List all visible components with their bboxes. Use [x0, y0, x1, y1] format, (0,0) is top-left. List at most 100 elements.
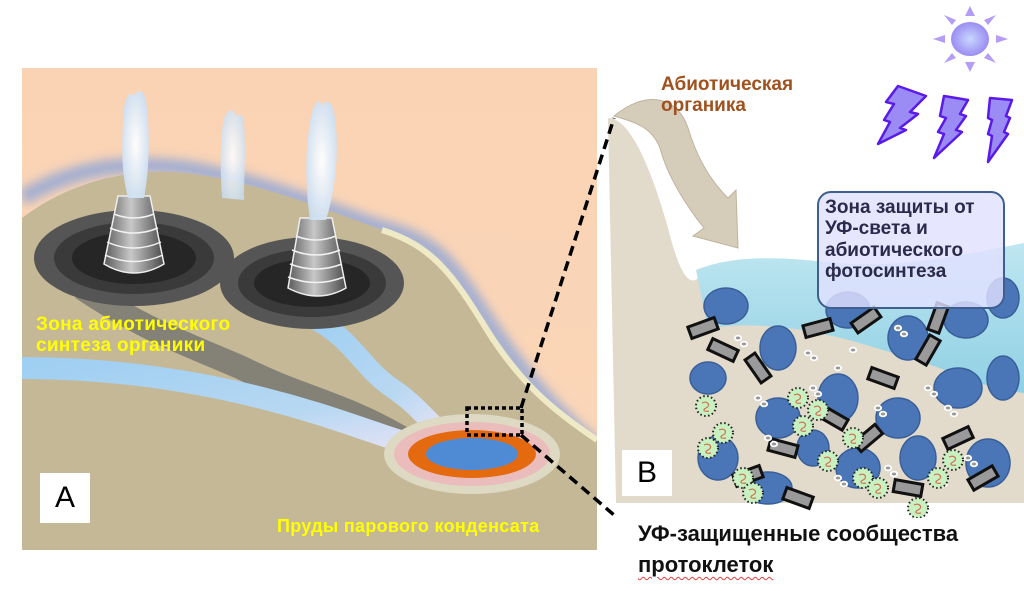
mineral-grain [705, 336, 741, 364]
steam-condensate-pond [384, 414, 560, 494]
bubble [733, 334, 743, 342]
bubble [808, 384, 818, 392]
protocell [712, 422, 734, 444]
protocell-membrane [867, 477, 889, 499]
bubble [883, 464, 893, 472]
mineral-grain [685, 315, 721, 341]
protocell-membrane [792, 415, 814, 437]
bubble-cluster [733, 324, 979, 488]
protocell-membrane [817, 450, 839, 472]
bubble [833, 364, 843, 372]
bubble [943, 404, 953, 412]
protocell-communities-caption: УФ-защищенные сообщества протоклеток [638, 519, 958, 581]
bubble [839, 480, 849, 488]
bubble [893, 324, 903, 332]
protocell [742, 482, 764, 504]
protocell-content [813, 405, 822, 416]
protocell-content [933, 473, 942, 484]
stream [22, 357, 445, 464]
bubble [949, 410, 959, 418]
uv-protection-zone-label-line: УФ-света и [825, 218, 928, 240]
mineral-grain [801, 316, 835, 340]
caption-line: протоклеток [638, 551, 774, 577]
rock [899, 435, 937, 481]
bubble [889, 470, 899, 478]
uv-protection-zone-label-line: Зона защиты от [825, 197, 975, 218]
bubble [833, 474, 843, 482]
protocell [942, 449, 964, 471]
protocell-content [858, 473, 867, 484]
mineral-grain [891, 477, 925, 499]
protocell-membrane [807, 399, 829, 421]
sun-icon [933, 6, 1008, 72]
protocell [867, 477, 889, 499]
bubble [873, 404, 883, 412]
protocell [787, 387, 809, 409]
protocell-content [848, 433, 857, 444]
protocell [907, 497, 929, 518]
rock [703, 287, 749, 325]
mineral-grain-body [685, 315, 721, 341]
protocell [807, 399, 829, 421]
mineral-grain [742, 351, 774, 385]
mineral-grain-body [801, 316, 835, 340]
protocell-content [748, 488, 757, 499]
mineral-cluster [685, 300, 1001, 511]
abiotic-organics-label: Абиотическая органика [661, 74, 793, 117]
panel-a-letter: A [40, 473, 90, 523]
rock-cluster [689, 277, 1020, 505]
ponds-label: Пруды парового конденсата [277, 516, 540, 536]
protocell-membrane [852, 467, 874, 489]
protocell-membrane [697, 437, 719, 459]
protocell-membrane [907, 497, 929, 518]
protocell-membrane [712, 422, 734, 444]
rock [689, 361, 727, 395]
bubble [769, 440, 779, 448]
abiotic-organics-label-line: органика [661, 95, 746, 117]
mineral-grain [940, 424, 976, 452]
protocell-membrane [787, 387, 809, 409]
mineral-grain-body [865, 365, 901, 391]
bubble [809, 354, 819, 362]
caption-line: УФ-защищенные сообщества [638, 521, 959, 546]
protocell-content [948, 455, 957, 466]
mineral-grain [780, 485, 816, 511]
mineral-grain [865, 365, 901, 391]
protocell-membrane [927, 467, 949, 489]
protocell [792, 415, 814, 437]
bubble [739, 340, 749, 348]
rock [933, 367, 983, 409]
mineral-grain-body [913, 332, 943, 368]
panel-a-illustration [22, 68, 597, 550]
protocell-cluster [695, 387, 964, 518]
protocell [927, 467, 949, 489]
bubble [753, 394, 763, 402]
mineral-grain-body [940, 424, 976, 452]
protocell [852, 467, 874, 489]
protocell [697, 437, 719, 459]
rock [875, 397, 921, 439]
mineral-grain [965, 463, 1001, 493]
bubble [813, 390, 823, 398]
mineral-grain-body [705, 336, 741, 364]
protocell-content [823, 456, 832, 467]
uv-protection-zone-label-line: абиотического [825, 239, 964, 261]
mineral-grain-body [849, 304, 883, 336]
panel-b-letter: B [622, 450, 672, 496]
protocell [695, 395, 717, 417]
bubble [803, 349, 813, 357]
protocell-content [913, 503, 922, 514]
uv-protection-zone-label: Зона защиты от УФ-света и абиотического … [817, 191, 1005, 309]
bubble [969, 460, 979, 468]
uv-protection-zone-label-line: фотосинтеза [825, 260, 947, 282]
rock [986, 355, 1020, 401]
panel-a: Зона абиотического синтеза органики Пруд… [22, 68, 597, 550]
synthesis-zone-label-line: синтеза органики [36, 335, 206, 357]
bubble [759, 400, 769, 408]
protocell [732, 467, 754, 489]
protocell-content [703, 443, 712, 454]
protocell-membrane [732, 467, 754, 489]
abiotic-organics-label-line: Абиотическая [661, 74, 794, 95]
bubble [763, 434, 773, 442]
steam-plume [306, 101, 337, 220]
